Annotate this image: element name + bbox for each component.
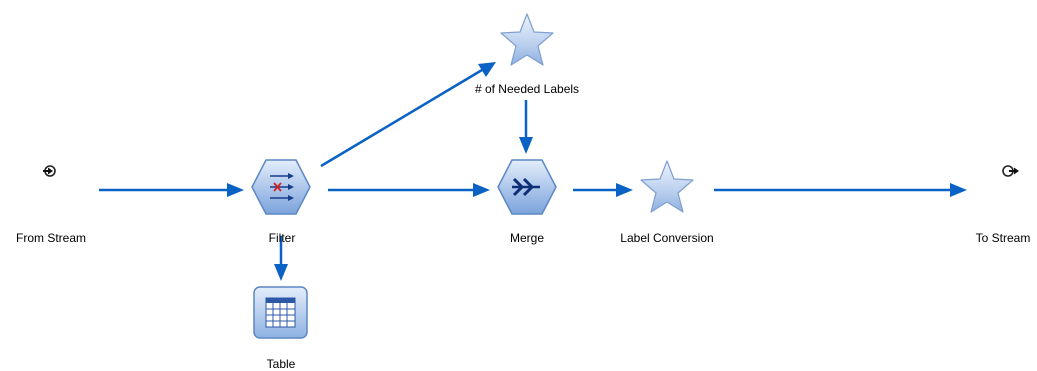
merge-label: Merge xyxy=(509,231,545,245)
from-stream-label: From Stream xyxy=(15,231,87,245)
stream-input-icon[interactable] xyxy=(43,165,56,177)
connector-merge-to-label-conversion[interactable] xyxy=(573,183,633,197)
needed-labels-label: # of Needed Labels xyxy=(474,82,580,96)
connector-filter-to-merge[interactable] xyxy=(328,183,490,197)
table-icon[interactable] xyxy=(253,286,308,339)
connector-label-conversion-to-to-stream[interactable] xyxy=(714,183,967,197)
needed-labels-star-icon[interactable] xyxy=(500,13,554,66)
connector-filter-to-needed-labels[interactable] xyxy=(320,62,496,168)
merge-icon[interactable] xyxy=(497,159,557,215)
filter-label: Filter xyxy=(268,231,296,245)
to-stream-label: To Stream xyxy=(975,231,1031,245)
label-conversion-label: Label Conversion xyxy=(620,231,714,245)
stream-output-icon[interactable] xyxy=(1002,165,1019,177)
table-label: Table xyxy=(266,357,296,371)
label-conversion-star-icon[interactable] xyxy=(640,160,694,213)
connector-from-stream-to-filter[interactable] xyxy=(99,183,244,197)
connector-filter-to-table[interactable] xyxy=(274,236,288,281)
filter-icon[interactable] xyxy=(251,159,311,215)
connector-needed-labels-to-merge[interactable] xyxy=(519,100,533,154)
